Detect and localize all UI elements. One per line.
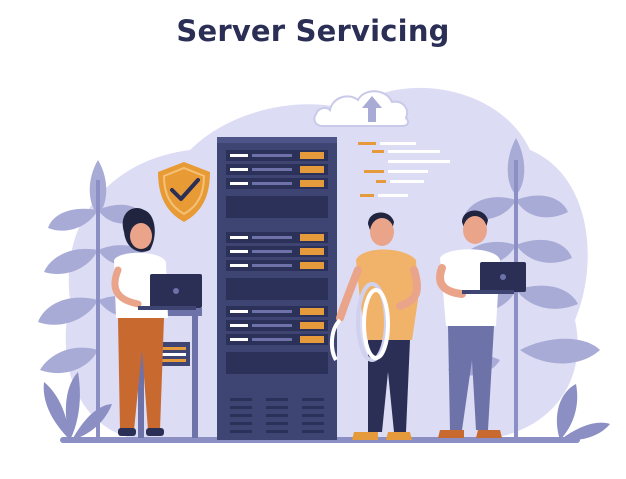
data-lines [358,142,450,197]
side-stand [134,308,202,438]
server-unit [226,306,328,345]
right-small-plant [556,384,610,441]
man-with-cable [329,212,421,440]
laptop-icon [138,274,202,310]
woman-technician [111,208,202,436]
laptop-icon [462,262,526,294]
cloud-upload-icon [313,90,410,127]
server-blank-panel [226,278,328,300]
page-title: Server Servicing [176,14,450,48]
man-with-laptop [436,210,526,438]
shield-check-icon [158,162,210,222]
right-plant [448,138,600,438]
server-blank-panel [226,352,328,374]
server-blank-panel [226,196,328,218]
server-unit [226,232,328,271]
server-unit [226,150,328,189]
cable-coil [329,282,390,362]
server-rack [217,137,337,440]
left-small-plant [43,372,112,440]
server-vents [230,398,324,433]
